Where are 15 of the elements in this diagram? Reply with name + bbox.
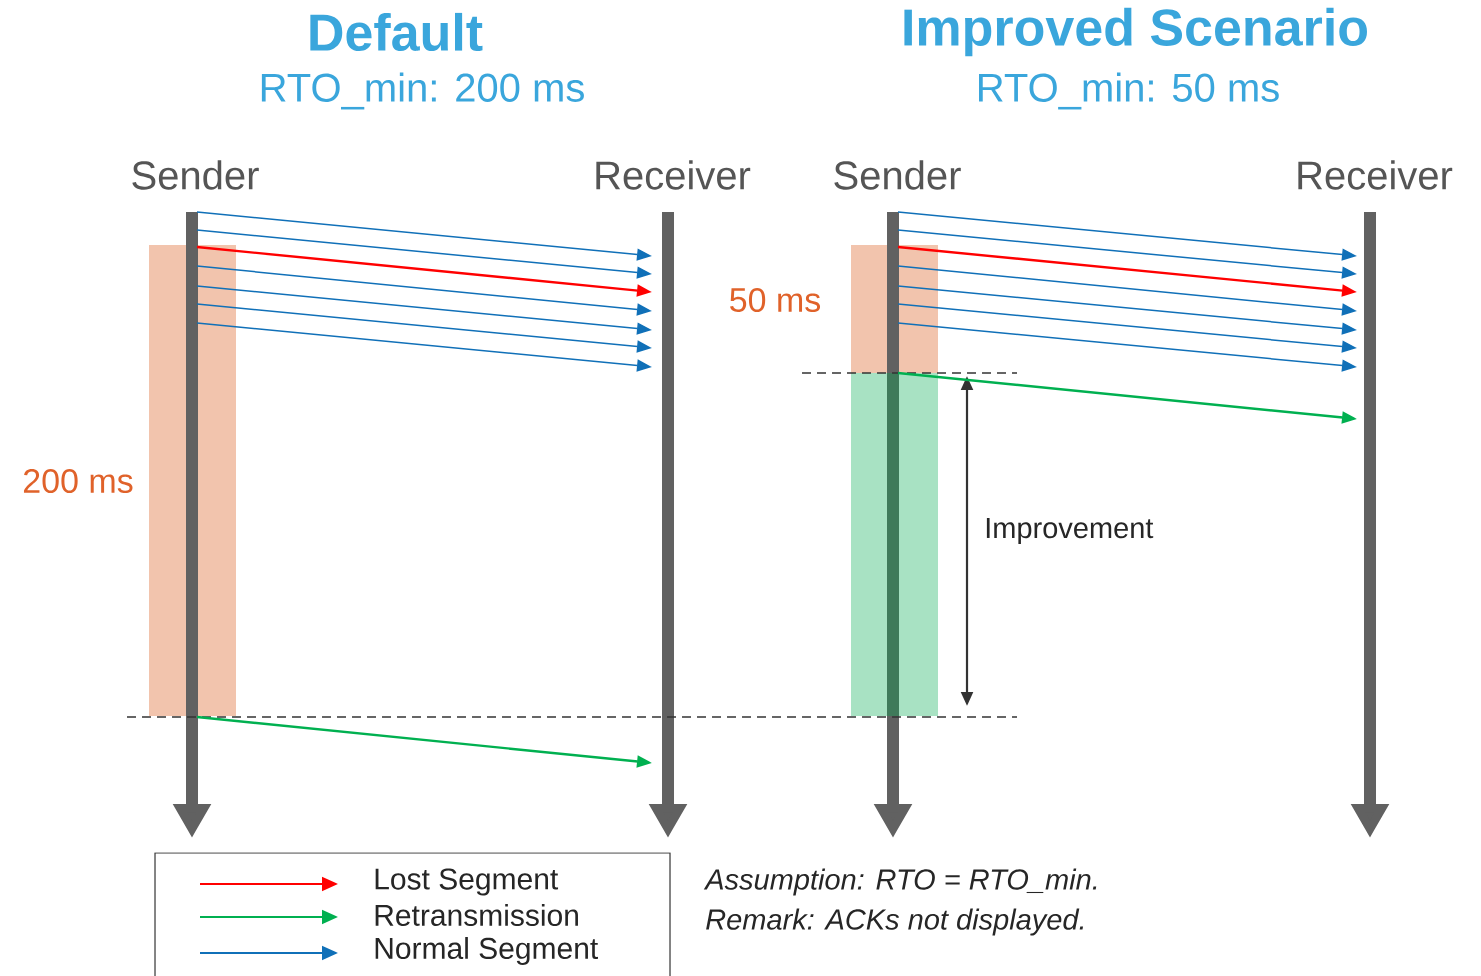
lifeline-label: Receiver xyxy=(596,160,751,190)
lifeline-label: Receiver xyxy=(1298,160,1453,190)
lifeline-label: Sender xyxy=(834,160,961,190)
title: Default xyxy=(310,12,483,52)
lifeline-label: Sender xyxy=(132,160,259,190)
note: Remark: ACKs not displayed. xyxy=(706,908,1084,936)
subtitle: RTO_min: 200 ms xyxy=(261,72,584,110)
annotation-text: Improvement xyxy=(986,518,1154,544)
legend-text: Normal Segment xyxy=(375,937,598,965)
legend-text: Retransmission xyxy=(375,904,578,926)
legend-text: Lost Segment xyxy=(375,868,559,896)
duration-label: 50 ms xyxy=(730,287,821,313)
title: Improved Scenario xyxy=(904,7,1367,57)
subtitle: RTO_min: 50 ms xyxy=(979,72,1279,110)
note: Assumption: RTO = RTO_min. xyxy=(703,868,1097,896)
